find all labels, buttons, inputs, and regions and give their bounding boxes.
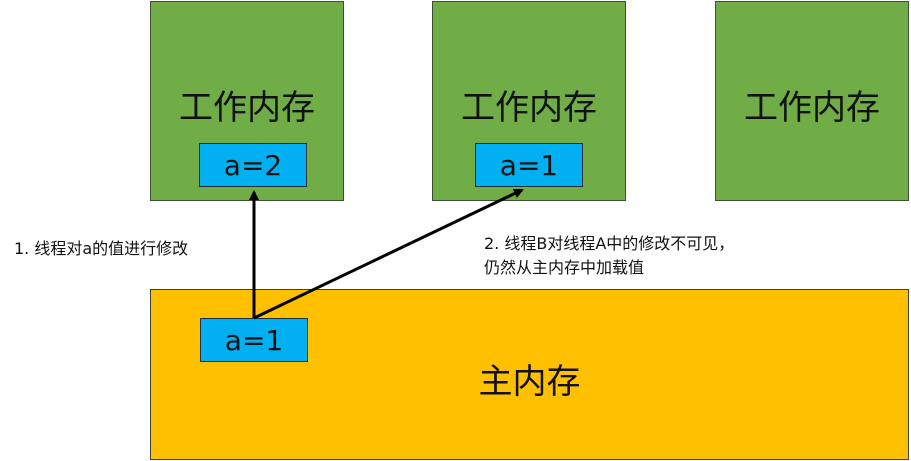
working-memory-2: 工作内存 a=1 — [432, 1, 626, 201]
working-memory-1-title: 工作内存 — [179, 88, 315, 128]
main-memory-variable: a=1 — [200, 318, 308, 362]
note-modify: 1. 线程对a的值进行修改 — [14, 239, 189, 258]
working-memory-2-title: 工作内存 — [461, 88, 597, 128]
note-invisible-line2: 仍然从主内存中加载值 — [484, 258, 645, 277]
working-memory-1: 工作内存 a=2 — [150, 1, 344, 201]
note-invisible-line1: 2. 线程B对线程A中的修改不可见， — [484, 234, 735, 253]
arrow-main-to-working-2 — [253, 188, 524, 320]
working-memory-3: 工作内存 — [715, 1, 909, 201]
working-memory-2-variable: a=1 — [475, 143, 583, 187]
main-memory-title: 主内存 — [478, 362, 581, 402]
main-memory: 主内存 a=1 — [150, 289, 909, 460]
working-memory-1-variable: a=2 — [199, 143, 307, 187]
working-memory-3-title: 工作内存 — [744, 88, 880, 128]
